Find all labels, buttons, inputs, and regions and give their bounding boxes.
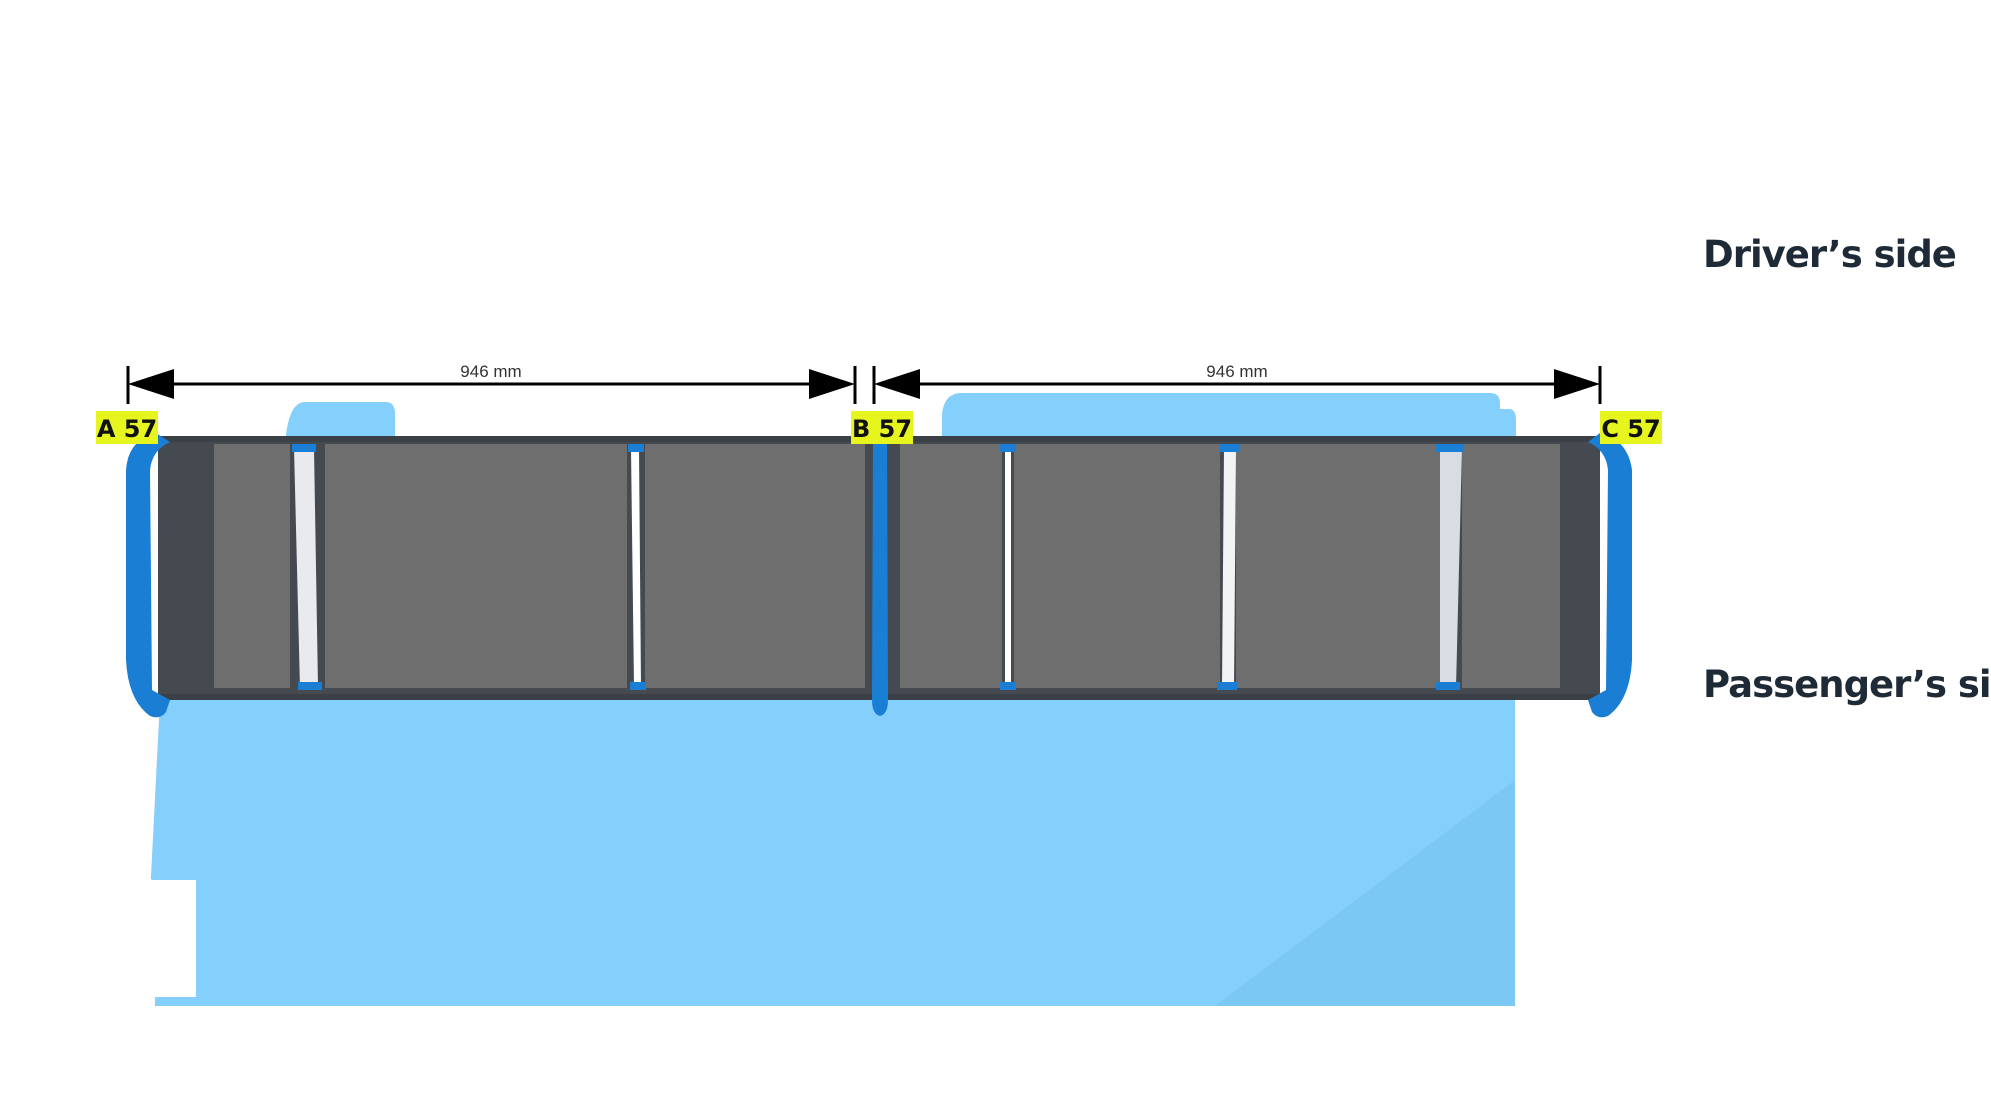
cross-bar-clamp bbox=[1217, 682, 1237, 690]
cross-bar bbox=[294, 448, 318, 688]
dimension-lines bbox=[126, 366, 1602, 404]
rack-panel bbox=[1014, 444, 1220, 688]
cross-bar-clamp bbox=[298, 682, 322, 690]
vehicle-cargo-shade bbox=[1215, 780, 1515, 1006]
rack-panel bbox=[1462, 444, 1560, 688]
vehicle-cargo-roof bbox=[942, 393, 1516, 440]
rack-panel bbox=[214, 444, 290, 688]
end-cap-left bbox=[126, 433, 170, 718]
mount-tag-bg bbox=[96, 411, 158, 444]
cross-bar-clamp bbox=[292, 444, 316, 452]
mount-tag-c: C 57 bbox=[1601, 415, 1660, 443]
end-cap-right bbox=[1588, 433, 1632, 718]
cross-bar bbox=[631, 448, 641, 688]
arrow-head bbox=[128, 369, 174, 399]
cross-bar-clamp bbox=[1219, 444, 1239, 452]
mount-tag-b: B 57 bbox=[852, 415, 912, 443]
rack-panel bbox=[645, 444, 865, 688]
end-cap-center bbox=[872, 432, 888, 716]
rack-panel bbox=[900, 444, 1002, 688]
arrow-head bbox=[874, 369, 920, 399]
dimension-arrows bbox=[128, 369, 1600, 399]
cross-bar-clamp bbox=[1000, 444, 1016, 452]
cross-bar-clamp bbox=[1436, 682, 1460, 690]
dimension-label: 946 mm bbox=[460, 362, 521, 381]
vehicle-cab-front bbox=[286, 402, 395, 440]
cross-bar-clamp bbox=[630, 682, 646, 690]
vehicle-body bbox=[150, 700, 1515, 1006]
mount-tag-bg bbox=[1600, 411, 1662, 444]
dimension-label: 946 mm bbox=[1206, 362, 1267, 381]
cross-bars bbox=[292, 444, 1464, 690]
cross-bar bbox=[1440, 448, 1462, 688]
mount-tag-a: A 57 bbox=[97, 415, 157, 443]
rack-panel bbox=[1236, 444, 1442, 688]
cross-bar-clamp bbox=[628, 444, 644, 452]
rack-panel bbox=[325, 444, 627, 688]
mount-tags: A 57 B 57 C 57 bbox=[96, 411, 1662, 444]
drivers-side-label: Driver’s side bbox=[1703, 233, 1957, 276]
mount-tag-bg bbox=[851, 411, 913, 444]
passengers-side-label: Passenger’s side bbox=[1703, 663, 1991, 706]
arrow-head bbox=[809, 369, 855, 399]
cross-bar-clamp bbox=[1436, 444, 1464, 452]
arrow-head bbox=[1554, 369, 1600, 399]
cross-bar bbox=[1005, 448, 1011, 688]
vehicle-silhouette bbox=[150, 393, 1516, 1006]
cross-bar-clamp bbox=[1000, 682, 1016, 690]
cross-bar bbox=[1222, 448, 1236, 688]
roof-rack bbox=[126, 432, 1632, 718]
